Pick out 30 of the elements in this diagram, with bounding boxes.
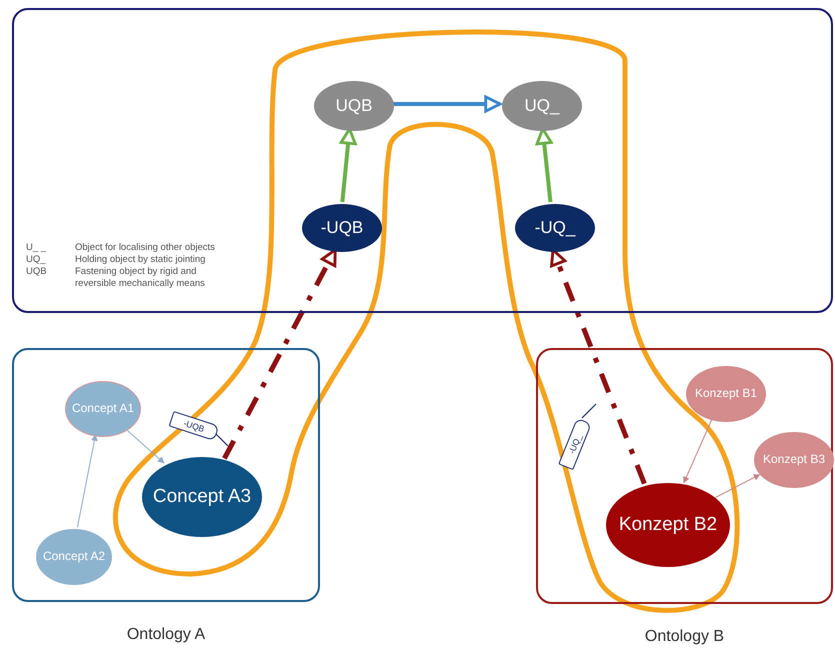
tag-label: -UQB bbox=[182, 418, 206, 434]
abbreviation-text: UQB bbox=[26, 266, 48, 278]
arrow bbox=[392, 95, 502, 113]
arrow bbox=[683, 418, 713, 484]
concept-label: Konzept B1 bbox=[694, 387, 758, 401]
abbreviation-text: U_ _ bbox=[26, 242, 48, 254]
panel-box bbox=[12, 8, 833, 313]
concept-label: -UQ_ bbox=[534, 218, 576, 238]
tag bbox=[168, 410, 220, 442]
ontology-heading: Ontology B bbox=[644, 628, 726, 646]
concept-label: UQ_ bbox=[524, 96, 560, 116]
definition-text: Object for localising other objects bbox=[75, 242, 216, 254]
tag-label: -UQ_ bbox=[566, 432, 584, 456]
arrow bbox=[124, 428, 164, 464]
arrow bbox=[76, 434, 98, 528]
concept-label: Konzept B2 bbox=[618, 514, 718, 536]
concept-label: Konzept B3 bbox=[762, 453, 826, 467]
ontology-heading: Ontology A bbox=[126, 626, 206, 644]
definition-text: Fastening object by rigid and reversible mechanically means bbox=[75, 266, 206, 290]
concept-label: UQB bbox=[336, 96, 372, 116]
abbreviation-text: UQ_ bbox=[26, 254, 47, 266]
concept-label: -UQB bbox=[320, 218, 364, 238]
definition-text: Holding object by static jointing bbox=[75, 254, 206, 266]
concept-label: Concept A1 bbox=[72, 402, 134, 416]
concept-ellipse bbox=[302, 204, 382, 252]
tag-string bbox=[582, 404, 596, 418]
concept-label: Concept A2 bbox=[42, 550, 106, 564]
concept-label: Concept A3 bbox=[152, 486, 252, 508]
tag-string bbox=[214, 432, 228, 446]
arrow bbox=[714, 474, 760, 498]
